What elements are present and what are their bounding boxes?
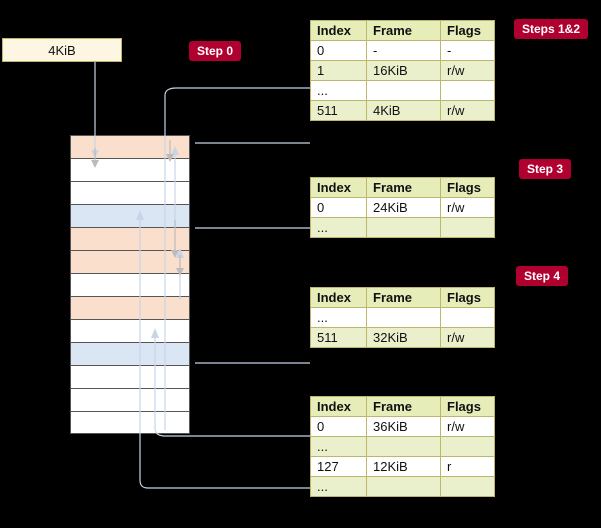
cell-flags: r (440, 456, 495, 477)
cell-index: 127 (310, 456, 367, 477)
column-header-flags: Flags (440, 177, 495, 198)
cell-flags: r/w (440, 327, 495, 348)
cell-index: ... (310, 217, 367, 238)
cell-frame (366, 217, 441, 238)
column-header-flags: Flags (440, 396, 495, 417)
step-4-label: Step 4 (516, 266, 569, 286)
table-row: ... (310, 80, 495, 101)
arrow-step0-top (164, 87, 312, 96)
cell-frame (366, 80, 441, 101)
cell-frame: - (366, 40, 441, 61)
column-header-flags: Flags (440, 20, 495, 41)
page-4kib-box: 4KiB (2, 38, 122, 62)
table-row: ... (310, 217, 495, 238)
cell-flags: r/w (440, 416, 495, 437)
cell-index: ... (310, 307, 367, 328)
column-header-flags: Flags (440, 287, 495, 308)
table-row: ... (310, 307, 495, 328)
memory-row (70, 411, 190, 434)
cell-index: 1 (310, 60, 367, 81)
cell-frame (366, 476, 441, 497)
cell-flags: r/w (440, 100, 495, 121)
column-header-index: Index (310, 177, 367, 198)
cell-frame: 4KiB (366, 100, 441, 121)
table-row: ... (310, 476, 495, 497)
cell-index: 511 (310, 327, 367, 348)
cell-frame (366, 307, 441, 328)
memory-row (70, 273, 190, 296)
cell-frame: 16KiB (366, 60, 441, 81)
cell-index: ... (310, 436, 367, 457)
memory-row (70, 365, 190, 388)
column-header-frame: Frame (366, 396, 441, 417)
cell-index: 511 (310, 100, 367, 121)
cell-flags: - (440, 40, 495, 61)
step-0-label: Step 0 (189, 41, 242, 61)
memory-row (70, 342, 190, 365)
cell-frame: 32KiB (366, 327, 441, 348)
memory-row (70, 319, 190, 342)
table-row: 0-- (310, 40, 495, 61)
memory-row (70, 181, 190, 204)
cell-flags (440, 217, 495, 238)
cell-index: 0 (310, 40, 367, 61)
cell-index: 0 (310, 197, 367, 218)
step-3-label: Step 3 (519, 159, 572, 179)
table-row: ... (310, 436, 495, 457)
column-header-frame: Frame (366, 20, 441, 41)
steps-1-2-label: Steps 1&2 (514, 19, 589, 39)
column-header-frame: Frame (366, 287, 441, 308)
column-header-index: Index (310, 396, 367, 417)
column-header-frame: Frame (366, 177, 441, 198)
memory-row (70, 296, 190, 319)
cell-flags: r/w (440, 60, 495, 81)
memory-row (70, 135, 190, 158)
cell-frame: 36KiB (366, 416, 441, 437)
memory-row (70, 227, 190, 250)
cell-flags (440, 436, 495, 457)
memory-row (70, 388, 190, 411)
cell-frame (366, 436, 441, 457)
memory-row (70, 158, 190, 181)
memory-row (70, 204, 190, 227)
cell-flags: r/w (440, 197, 495, 218)
cell-frame: 12KiB (366, 456, 441, 477)
cell-flags (440, 476, 495, 497)
cell-index: ... (310, 476, 367, 497)
column-header-index: Index (310, 287, 367, 308)
cell-frame: 24KiB (366, 197, 441, 218)
cell-flags (440, 80, 495, 101)
cell-flags (440, 307, 495, 328)
memory-row (70, 250, 190, 273)
column-header-index: Index (310, 20, 367, 41)
memory-column (70, 135, 190, 434)
cell-index: ... (310, 80, 367, 101)
cell-index: 0 (310, 416, 367, 437)
